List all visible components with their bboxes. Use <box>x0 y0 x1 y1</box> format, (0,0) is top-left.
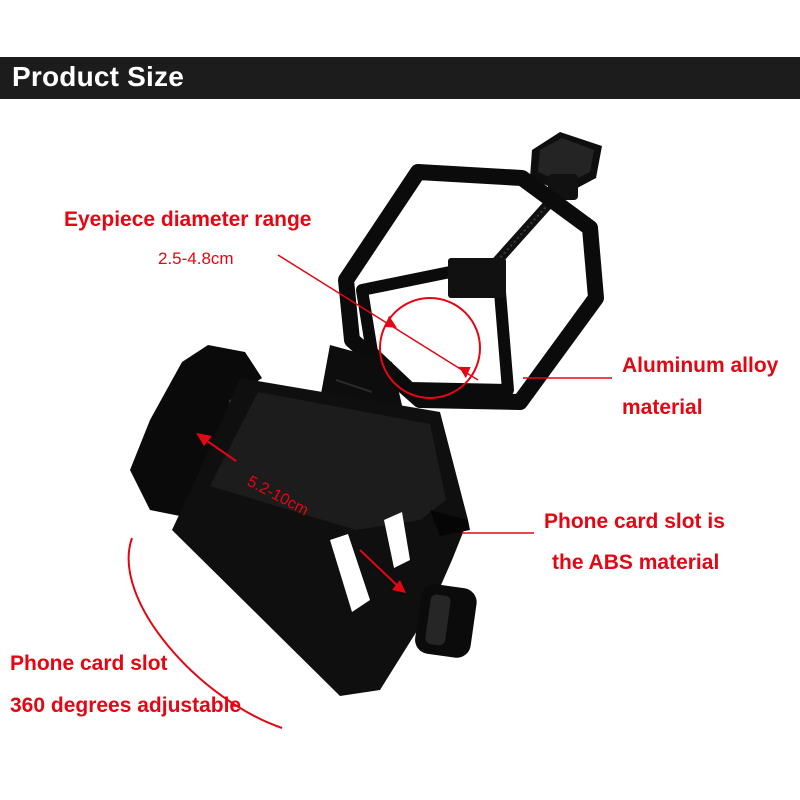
annotation-arrowheads <box>196 315 471 593</box>
tension-knob <box>530 132 602 200</box>
aluminum-label-line2: material <box>622 396 703 419</box>
eyepiece-dimension-line <box>277 254 479 381</box>
rotation-label-line2: 360 degrees adjustable <box>10 694 242 717</box>
abs-label-line1: Phone card slot is <box>544 510 725 533</box>
eyepiece-range-circle <box>379 297 481 399</box>
annotation-lines <box>127 254 612 729</box>
aluminum-label-line1: Aluminum alloy <box>622 354 779 377</box>
clamp-dim-line-right <box>359 549 403 591</box>
eyepiece-range-value: 2.5-4.8cm <box>158 249 234 268</box>
eyepiece-arrow-right <box>458 366 471 379</box>
page-title: Product Size <box>12 61 184 92</box>
rotation-arc <box>127 537 283 729</box>
phone-holder <box>130 345 477 696</box>
clamp-arrow-left <box>196 433 212 446</box>
eyepiece-range-label: Eyepiece diameter range <box>64 208 312 231</box>
header-bar: Product Size <box>0 57 800 99</box>
rotation-label-line1: Phone card slot <box>10 652 168 675</box>
clamp-arrow-right <box>392 580 406 593</box>
abs-label-line2: the ABS material <box>552 551 720 574</box>
eyepiece-arrow-left <box>384 315 397 328</box>
eyepiece-clamp <box>338 164 604 410</box>
